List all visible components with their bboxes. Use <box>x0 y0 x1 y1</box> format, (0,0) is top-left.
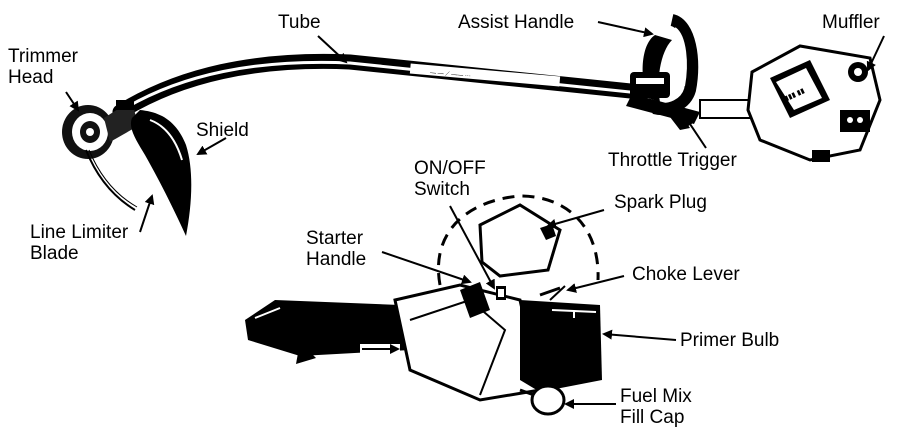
arrow-starter-handle <box>381 251 472 285</box>
handle-grip-drawing <box>245 300 410 364</box>
engine-detail-drawing <box>393 203 602 416</box>
label-shield: Shield <box>196 120 249 141</box>
arrow-choke-lever <box>566 275 625 293</box>
arrow-tube <box>317 35 348 64</box>
label-spark-plug: Spark Plug <box>614 192 707 213</box>
arrow-on-off <box>449 205 495 290</box>
arrow-throttle-trigger <box>684 116 707 149</box>
label-trimmer-head: Trimmer Head <box>8 46 78 88</box>
label-on-off-switch: ON/OFF Switch <box>414 158 486 200</box>
assist-handle-drawing <box>630 14 699 115</box>
detail-dashed-outline <box>437 194 600 286</box>
arrow-assist-handle <box>597 21 654 38</box>
label-tube: Tube <box>278 12 321 33</box>
label-muffler: Muffler <box>822 12 880 33</box>
label-throttle-trigger: Throttle Trigger <box>608 150 737 171</box>
label-assist-handle: Assist Handle <box>458 12 575 33</box>
label-starter-handle: Starter Handle <box>306 228 367 270</box>
arrow-spark-plug <box>546 209 605 229</box>
label-choke-lever: Choke Lever <box>632 264 740 285</box>
arrow-shield <box>196 137 227 155</box>
tube-shaft <box>112 53 648 120</box>
trimmer-line <box>85 149 136 211</box>
arrow-line-limiter <box>139 194 155 233</box>
label-fuel-mix-fill-cap: Fuel Mix Fill Cap <box>620 386 692 428</box>
engine-drawing: ▮▮▮ ▮▮ <box>699 44 882 162</box>
arrow-trimmer-head <box>65 91 80 112</box>
label-line-limiter-blade: Line Limiter Blade <box>30 222 129 264</box>
trimmer-head-drawing <box>62 100 138 159</box>
arrow-muffler <box>866 35 885 72</box>
shield-drawing <box>130 110 192 236</box>
arrow-primer-bulb <box>602 329 677 341</box>
label-primer-bulb: Primer Bulb <box>680 330 780 351</box>
svg-text:— — ⟋ —— ⋯: — — ⟋ —— ⋯ <box>430 69 471 80</box>
